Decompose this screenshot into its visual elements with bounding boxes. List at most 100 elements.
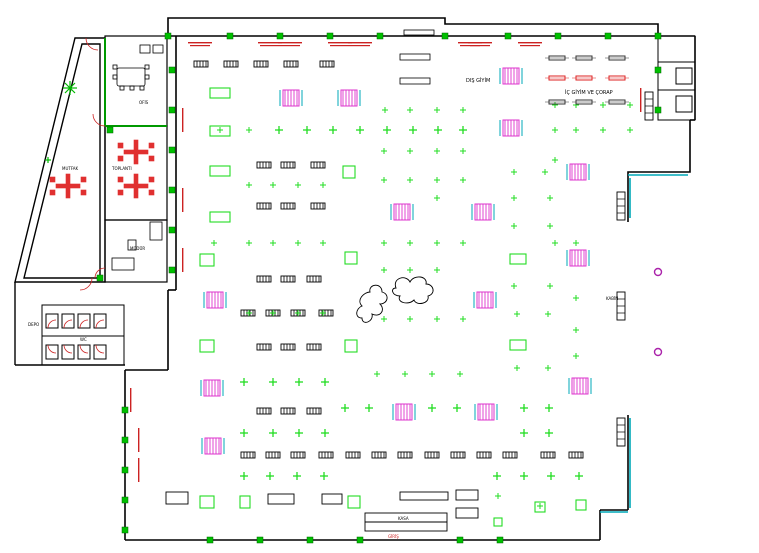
feature-display — [200, 379, 224, 397]
column-mark — [504, 32, 512, 40]
wc-block — [41, 304, 125, 366]
display-table — [199, 339, 215, 353]
annotation-mark — [328, 42, 352, 44]
room-label-office: OFİS — [139, 100, 149, 105]
room-label-kitchen: MUTFAK — [62, 166, 78, 171]
feature-display — [392, 403, 416, 421]
gondola-shelf — [256, 407, 272, 415]
cross-racks — [211, 102, 633, 509]
gondola-shelf — [318, 451, 334, 459]
column-mark — [168, 146, 176, 154]
column-mark — [654, 32, 662, 40]
cloud-display — [356, 276, 434, 323]
annotation-mark — [350, 45, 370, 47]
zone-label-outerwear: DIŞ GİYİM — [466, 77, 490, 84]
gondola-shelf — [502, 451, 518, 459]
display-table — [509, 339, 527, 351]
column-mark — [164, 32, 172, 40]
gondola-shelf — [424, 451, 440, 459]
wc-doors — [47, 319, 105, 354]
wall-annotations — [130, 42, 642, 482]
gondola-shelf — [240, 309, 256, 317]
display-table — [209, 87, 231, 99]
annotation-mark — [130, 388, 132, 412]
annotation-mark — [138, 428, 140, 452]
display-table — [493, 517, 503, 527]
annotation-mark — [348, 42, 372, 44]
lingerie-racks — [545, 55, 629, 105]
column-mark — [326, 32, 334, 40]
gondola-shelf — [280, 202, 296, 210]
gondola-shelf — [256, 202, 272, 210]
office-desk-cluster — [49, 139, 155, 199]
feature-display — [279, 89, 303, 107]
annotation-mark — [182, 248, 184, 272]
display-table — [344, 251, 358, 265]
column-mark — [496, 536, 504, 544]
column-mark — [121, 406, 129, 414]
feature-display — [203, 291, 227, 309]
display-table — [347, 495, 361, 509]
column-mark — [441, 32, 449, 40]
annotation-mark — [190, 45, 210, 47]
feature-displays — [200, 67, 592, 455]
gondola-shelf — [256, 343, 272, 351]
door-swings — [79, 37, 106, 291]
gondola-shelf — [476, 451, 492, 459]
column-mark — [121, 496, 129, 504]
column-mark — [554, 32, 562, 40]
display-table — [209, 211, 231, 223]
display-table — [342, 165, 356, 179]
column-mark — [654, 66, 662, 74]
annotation-mark — [280, 45, 300, 47]
column-mark — [456, 536, 464, 544]
column-mark — [654, 106, 662, 114]
entrance-label: GİRİŞ — [388, 534, 399, 539]
gondola-shelf — [253, 60, 269, 68]
annotation-mark — [258, 42, 282, 44]
gondola-shelf — [280, 407, 296, 415]
column-mark — [121, 466, 129, 474]
annotation-mark — [138, 458, 140, 482]
gondola-shelf — [568, 451, 584, 459]
counter-box — [321, 493, 343, 505]
annotation-mark — [468, 42, 492, 44]
gondola-shelf — [306, 407, 322, 415]
right-service-rooms — [657, 35, 696, 121]
gondola-shelf — [310, 202, 326, 210]
display-tables — [165, 87, 587, 527]
feature-display — [201, 437, 225, 455]
feature-display — [473, 291, 497, 309]
display-table — [209, 125, 231, 137]
annotation-mark — [182, 188, 184, 212]
column-mark — [121, 436, 129, 444]
gondola-shelf — [223, 60, 239, 68]
room-label-stock: DEPO — [28, 322, 39, 327]
gondola-shelf — [193, 60, 209, 68]
gondola-shelf — [306, 343, 322, 351]
right-wall-shelving — [616, 91, 654, 447]
room-label-manager: MÜDÜR — [130, 246, 145, 251]
feature-display — [499, 119, 523, 137]
feature-display — [471, 203, 495, 221]
display-table — [209, 165, 231, 177]
column-mark — [168, 66, 176, 74]
counter-box — [165, 491, 189, 505]
gondola-shelf — [256, 161, 272, 169]
windows — [600, 174, 688, 513]
gondola-shelf — [371, 451, 387, 459]
annotation-mark — [518, 42, 542, 44]
gondola-shelf — [256, 275, 272, 283]
room-label-wc: WC — [80, 337, 87, 342]
gondola-shelf — [280, 275, 296, 283]
column-mark — [226, 32, 234, 40]
display-table — [575, 499, 587, 511]
gondola-shelf — [290, 451, 306, 459]
gondola-shelf — [345, 451, 361, 459]
column-mark — [604, 32, 612, 40]
feature-display — [390, 203, 414, 221]
display-table — [509, 253, 527, 265]
column-mark — [306, 536, 314, 544]
column-mark — [168, 186, 176, 194]
